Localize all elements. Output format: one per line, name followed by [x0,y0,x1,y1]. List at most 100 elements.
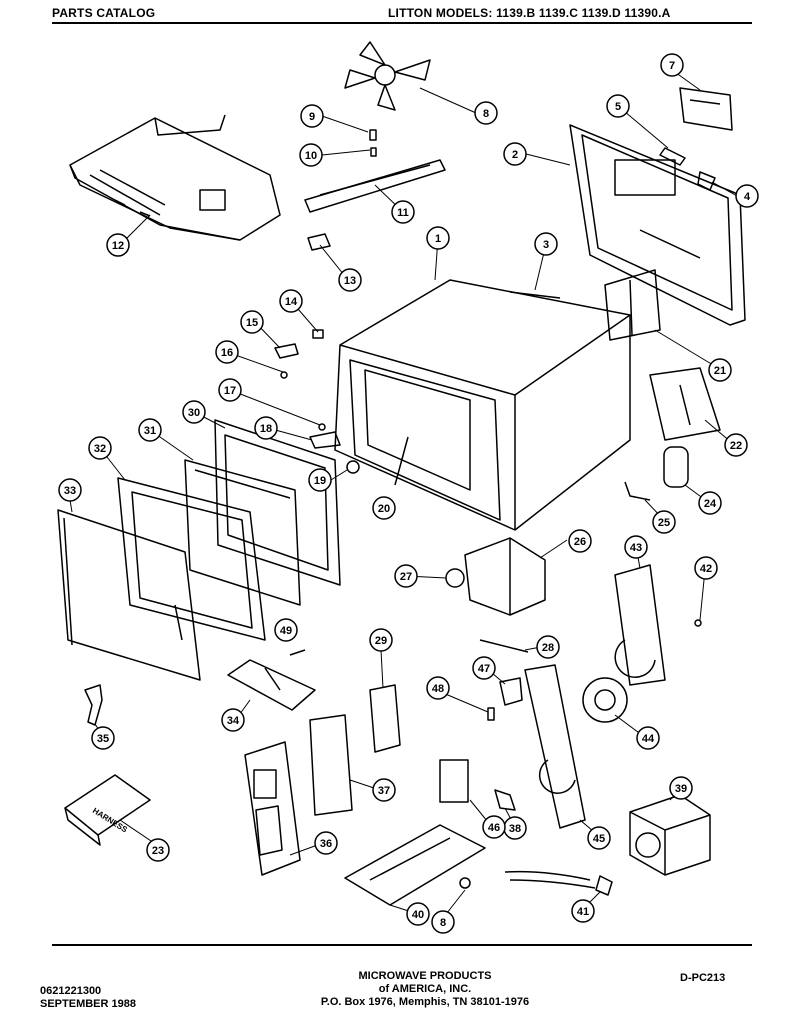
callout-4: 4 [744,191,751,203]
callout-18: 18 [260,423,272,435]
part-circuit-card [309,714,353,816]
callout-circle-12 [106,233,130,257]
callout-27: 27 [400,571,412,583]
callout-44: 44 [642,733,655,745]
callout-5: 5 [615,101,621,113]
callout-circle-34 [221,708,245,732]
part-top-strip [509,291,561,299]
part-17 [318,423,326,431]
part-latch-kit [227,649,316,711]
callout-9: 9 [309,111,315,123]
callout-circle-15 [240,310,264,334]
part-door-choke [184,459,301,606]
callout-circle-8b [431,910,455,934]
part-16 [280,371,288,379]
callout-circle-2 [503,142,527,166]
callout-circle-20 [372,496,396,520]
footer-left: 0621221300 SEPTEMBER 1988 [40,985,136,1011]
callout-circle-10 [299,143,323,167]
callout-22: 22 [730,440,742,452]
part-diode [624,481,651,501]
page-code: D-PC213 [680,972,726,984]
company-name: MICROWAVE PRODUCTS [358,970,492,982]
part-number: 0621221300 [40,985,102,997]
callout-8a: 8 [483,108,489,120]
part-14 [312,329,324,339]
callout-circle-45 [587,826,611,850]
callout-circle-14 [279,289,303,313]
header-rule [52,22,752,24]
part-interlock-switch [369,684,401,753]
catalog-title: PARTS CATALOG [52,6,156,20]
callout-30: 30 [188,407,200,419]
callout-7: 7 [669,60,675,72]
callout-40: 40 [412,909,424,921]
callout-circle-21 [708,358,732,382]
callout-circle-9 [300,104,324,128]
part-rod [479,639,529,653]
callout-25: 25 [658,517,670,529]
part-switch [697,171,716,191]
callout-circle-11 [391,200,415,224]
callout-circle-24 [698,491,722,515]
callout-circle-33 [58,478,82,502]
part-harness [64,774,151,846]
callout-circle-31 [138,418,162,442]
part-fan-motor [582,677,628,723]
callout-circle-49 [274,618,298,642]
part-clip [307,233,331,251]
callout-28: 28 [542,642,554,654]
callout-11: 11 [397,207,409,219]
callout-circle-48 [426,676,450,700]
callout-circle-16 [215,340,239,364]
callout-circle-7 [660,53,684,77]
part-48 [487,707,495,721]
callout-3: 3 [543,239,549,251]
part-fuse [659,147,686,166]
callout-32: 32 [94,443,106,455]
leader-lines [69,69,738,919]
callout-39: 39 [675,783,687,795]
callout-circle-43 [624,535,648,559]
part-20-leader [394,436,409,486]
part-capacitor-bracket [649,367,721,441]
callout-2: 2 [512,149,518,161]
callout-circle-23 [146,838,170,862]
harness-label: HARNESS [91,806,130,835]
callout-circle-47 [472,656,496,680]
callout-circle-41 [571,899,595,923]
callout-35: 35 [97,733,109,745]
part-ring [445,568,465,588]
part-mount-plate [524,664,586,829]
callout-47: 47 [478,663,490,675]
callout-circle-35 [91,726,115,750]
callout-circle-3 [534,232,558,256]
callout-circle-22 [724,433,748,457]
company-suffix: of AMERICA, INC. [378,983,472,995]
callout-circle-40 [406,902,430,926]
callout-circle-39 [669,776,693,800]
callout-circle-44 [636,726,660,750]
part-door-panel [57,509,201,681]
part-magnetron [464,537,546,616]
model-list: LITTON MODELS: 1139.B 1139.C 1139.D 1139… [388,6,671,20]
callout-circle-8a [474,101,498,125]
part-back-frame [569,124,746,326]
callout-34: 34 [227,715,240,727]
callout-circle-27 [394,564,418,588]
callout-48: 48 [432,683,444,695]
callout-circle-32 [88,436,112,460]
callout-38: 38 [509,823,521,835]
callout-circle-4 [735,184,759,208]
callout-49: 49 [280,625,292,637]
part-bracket [604,269,661,341]
part-door-frame [117,477,266,641]
callout-46: 46 [488,822,500,834]
callout-circle-17 [218,378,242,402]
footer-company: MICROWAVE PRODUCTS of AMERICA, INC. P.O.… [250,970,600,1009]
callout-circle-30 [182,400,206,424]
callout-circle-25 [652,510,676,534]
callout-42: 42 [700,563,712,575]
callout-circle-13 [338,268,362,292]
